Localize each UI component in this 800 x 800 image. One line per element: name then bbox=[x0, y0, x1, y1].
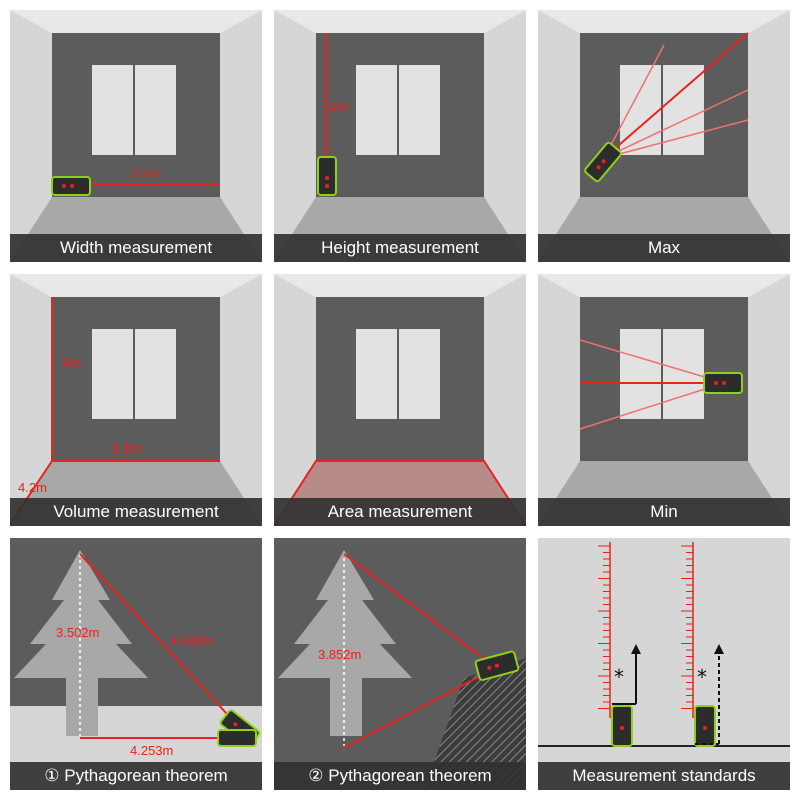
window-icon bbox=[620, 65, 704, 155]
ruler-scale-icon bbox=[598, 542, 611, 718]
tile-pythagorean-1: 3.502m 4.636m 4.253m ① Pythagorean theor… bbox=[10, 538, 262, 790]
caption: ① Pythagorean theorem bbox=[10, 762, 262, 790]
tile-width-measurement: 3.8m Width measurement bbox=[10, 10, 262, 262]
room-scene bbox=[10, 10, 262, 262]
tree-height-label: 3.502m bbox=[56, 625, 100, 640]
hypotenuse-label: 4.636m bbox=[170, 633, 214, 648]
room-scene bbox=[538, 10, 790, 262]
tree-scene bbox=[274, 538, 526, 790]
laser-distance-meter-icon bbox=[217, 729, 257, 747]
room-scene bbox=[10, 274, 262, 526]
window-icon bbox=[356, 329, 440, 419]
laser-distance-meter-icon bbox=[317, 156, 337, 196]
asterisk-icon: * bbox=[697, 665, 707, 689]
window-icon bbox=[356, 65, 440, 155]
room-scene bbox=[538, 274, 790, 526]
caption: Min bbox=[538, 498, 790, 526]
asterisk-icon: * bbox=[614, 665, 624, 689]
caption: Height measurement bbox=[274, 234, 526, 262]
arrow-up-icon bbox=[695, 644, 724, 745]
room-scene bbox=[274, 274, 526, 526]
depth-distance-label: 4.2m bbox=[18, 480, 47, 495]
height-distance-label: 4m bbox=[330, 99, 349, 114]
caption: Measurement standards bbox=[538, 762, 790, 790]
tile-volume-measurement: 4m 3.8m 4.2m Volume measurement bbox=[10, 274, 262, 526]
laser-distance-meter-icon bbox=[694, 705, 716, 747]
tile-max: Max bbox=[538, 10, 790, 262]
window-icon bbox=[620, 329, 704, 419]
room-scene bbox=[274, 10, 526, 262]
tile-area-measurement: Area measurement bbox=[274, 274, 526, 526]
width-distance-label: 3.8m bbox=[112, 441, 141, 456]
laser-distance-meter-icon bbox=[703, 372, 743, 394]
tile-pythagorean-2: 3.852m ② Pythagorean theorem bbox=[274, 538, 526, 790]
tree-icon bbox=[278, 550, 412, 736]
caption: ② Pythagorean theorem bbox=[274, 762, 526, 790]
caption: Volume measurement bbox=[10, 498, 262, 526]
tile-measurement-standards: * * Measurement standards bbox=[538, 538, 790, 790]
arrow-up-icon bbox=[612, 644, 641, 705]
laser-distance-meter-icon bbox=[51, 176, 91, 196]
laser-distance-meter-icon bbox=[611, 705, 633, 747]
height-distance-label: 4m bbox=[62, 355, 81, 370]
tree-height-label: 3.852m bbox=[318, 647, 362, 662]
caption: Area measurement bbox=[274, 498, 526, 526]
window-icon bbox=[92, 329, 176, 419]
window-icon bbox=[92, 65, 176, 155]
tile-min: Min bbox=[538, 274, 790, 526]
width-distance-label: 3.8m bbox=[131, 166, 160, 181]
laser-distance-meter-icon bbox=[584, 141, 622, 183]
caption: Width measurement bbox=[10, 234, 262, 262]
tile-height-measurement: 4m Height measurement bbox=[274, 10, 526, 262]
tree-icon bbox=[14, 550, 148, 736]
base-distance-label: 4.253m bbox=[130, 743, 174, 758]
ruler-scale-icon bbox=[681, 542, 694, 718]
standards-scene: * * bbox=[538, 538, 790, 790]
laser-distance-meter-icon bbox=[474, 650, 520, 681]
caption: Max bbox=[538, 234, 790, 262]
